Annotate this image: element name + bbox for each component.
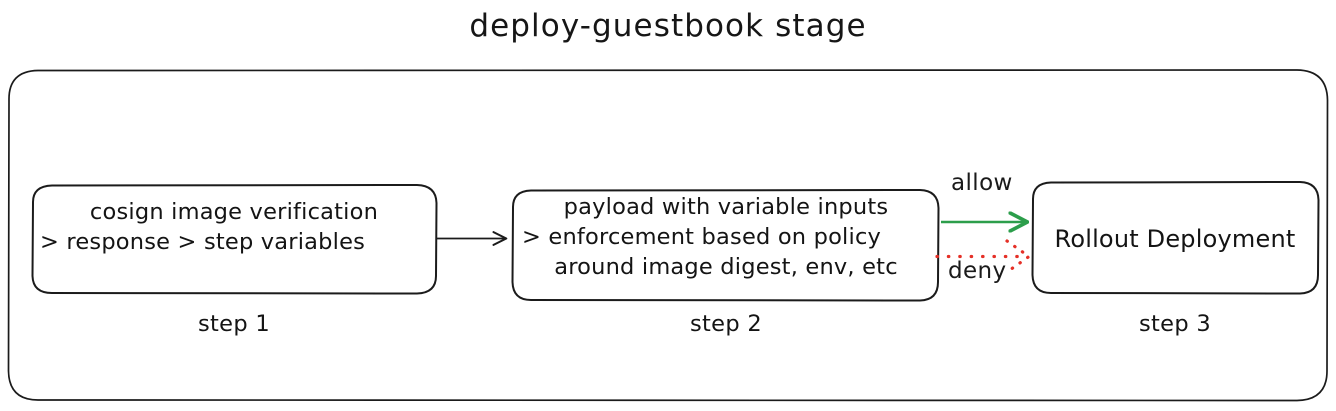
edge-deny-arrow (935, 239, 1032, 274)
edge-deny-label: deny (948, 258, 1007, 284)
step3-node-outline (1031, 181, 1320, 295)
step2-line-1: payload with variable inputs (563, 194, 889, 220)
step3-caption: step 3 (1139, 311, 1211, 337)
step1-caption: step 1 (198, 311, 270, 337)
step2-node-outline (511, 189, 940, 302)
step1-node-label: cosign image verification > response > s… (34, 197, 434, 257)
step3-line-1: Rollout Deployment (1054, 225, 1296, 253)
step2-node-label: payload with variable inputs > enforceme… (514, 192, 938, 282)
step2-line-2: > enforcement based on policy (522, 224, 882, 250)
page-title: deploy-guestbook stage (469, 8, 867, 44)
edge-allow-label: allow (951, 170, 1013, 196)
step2-line-3: around image digest, env, etc (554, 254, 898, 280)
step1-line-2: > response > step variables (40, 229, 366, 255)
step3-node-label: Rollout Deployment (1032, 224, 1318, 254)
step2-caption: step 2 (690, 311, 762, 337)
step1-line-1: cosign image verification (89, 199, 379, 225)
stage-container-outline (7, 69, 1329, 402)
step1-node-outline (31, 184, 438, 295)
